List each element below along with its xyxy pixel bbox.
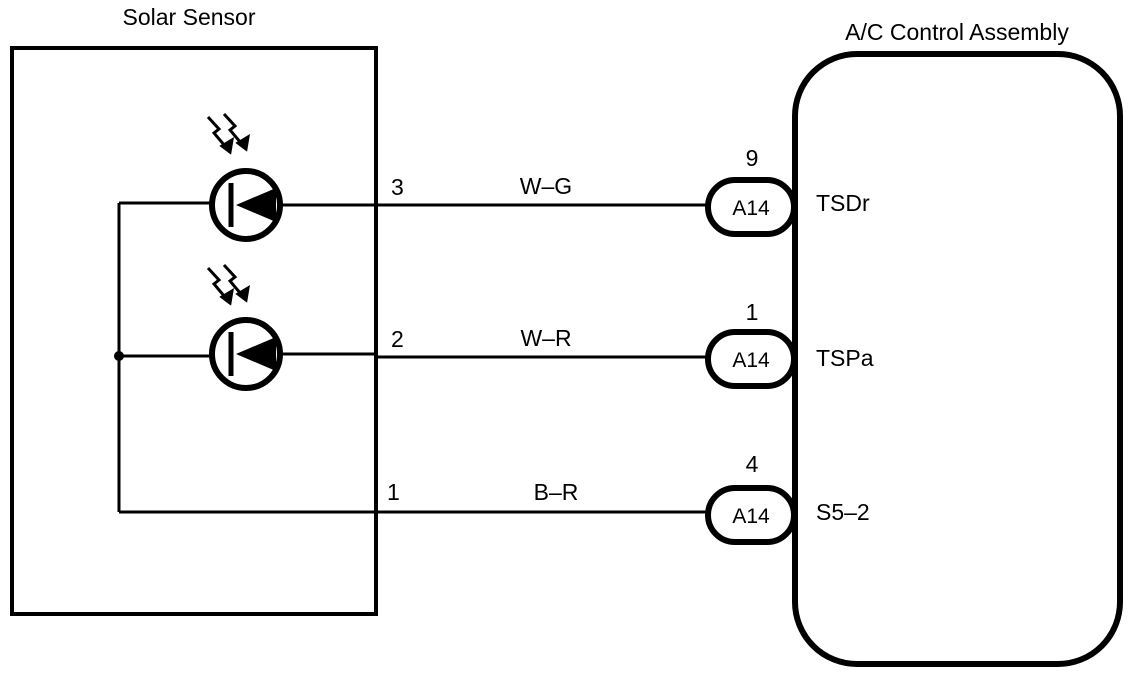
terminal-3: 4 A14 S5–2	[705, 451, 870, 545]
terminal-signal-label: TSDr	[816, 190, 870, 216]
photodiode-2	[209, 317, 376, 391]
connector-badge	[705, 329, 797, 389]
sensor-pin-label: 2	[391, 326, 404, 352]
light-rays-icon	[206, 263, 251, 306]
connector-pin-label: 1	[746, 299, 759, 325]
terminal-1: 9 A14 TSDr	[705, 145, 870, 237]
light-rays-icon	[206, 112, 251, 155]
terminal-signal-label: S5–2	[816, 499, 870, 525]
junction-dot	[114, 351, 124, 361]
connector-label: A14	[732, 349, 770, 372]
connector-pin-label: 4	[746, 451, 759, 477]
solar-sensor-title: Solar Sensor	[123, 4, 256, 30]
photodiode-1	[209, 168, 376, 242]
solar-sensor-box	[10, 46, 378, 616]
sensor-pin-label: 3	[391, 174, 404, 200]
wire-color-label: B–R	[534, 479, 579, 505]
wire-3: 1 B–R	[376, 479, 708, 514]
wire-2: 2 W–R	[376, 325, 708, 359]
wire-1: 3 W–G	[376, 173, 708, 207]
connector-label: A14	[732, 197, 770, 220]
sensor-pin-label: 1	[387, 479, 400, 505]
connector-badge	[705, 177, 797, 237]
connector-badge	[705, 485, 797, 545]
connector-pin-label: 9	[746, 145, 759, 171]
wire-color-label: W–R	[520, 325, 571, 351]
wire-color-label: W–G	[520, 173, 572, 199]
ac-control-title: A/C Control Assembly	[845, 19, 1069, 45]
connector-label: A14	[732, 505, 770, 528]
terminal-2: 1 A14 TSPa	[705, 299, 874, 389]
terminal-signal-label: TSPa	[816, 345, 874, 371]
